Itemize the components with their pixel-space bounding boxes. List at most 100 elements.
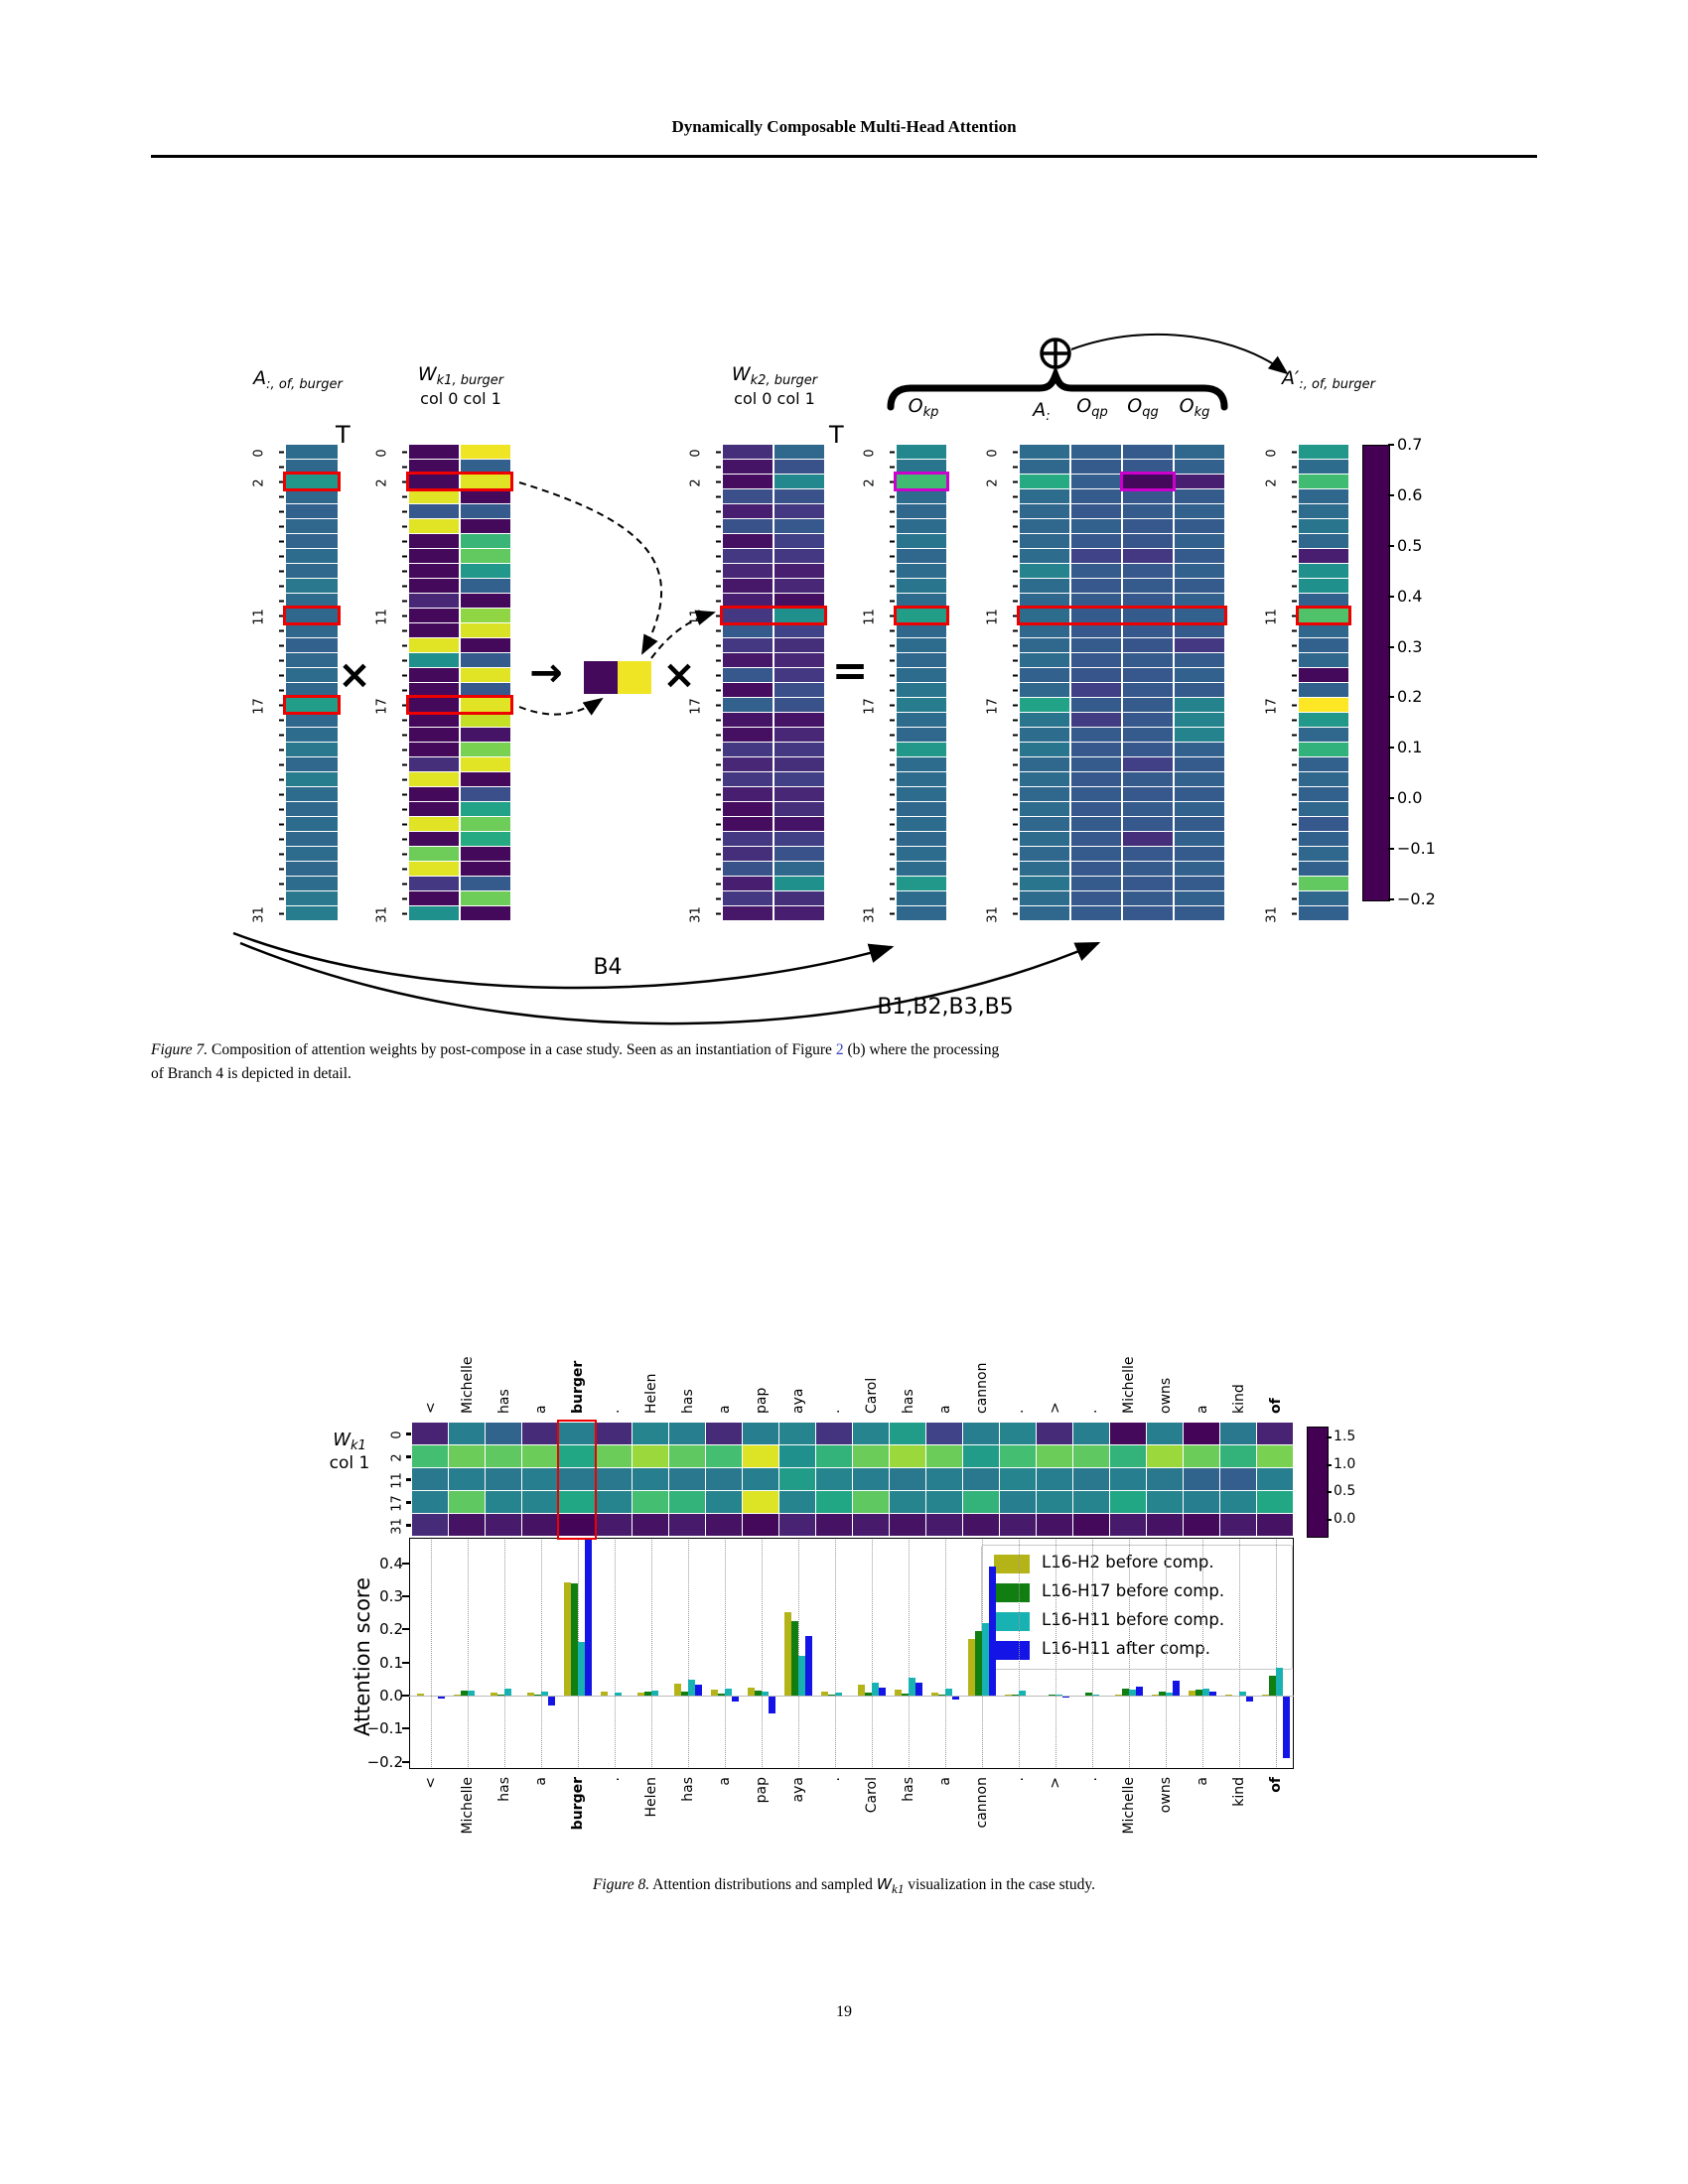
fig7-label-Wk2: Wk2, burger xyxy=(731,363,818,388)
fig7-equals-operator: = xyxy=(831,645,869,697)
fig8-bar xyxy=(490,1693,497,1696)
heatmap-cell xyxy=(1020,504,1069,518)
fig8-gridline xyxy=(503,1540,505,1767)
fig8-heatmap-cell xyxy=(1257,1491,1293,1513)
heatmap-cell xyxy=(1071,772,1121,786)
heatmap-cell xyxy=(774,743,824,756)
heatmap-cell xyxy=(1123,609,1173,622)
heatmap-cell xyxy=(1020,445,1069,459)
fig8-gridline xyxy=(724,1540,726,1767)
heatmap-cell xyxy=(774,504,824,518)
fig7-sampled-row-cell xyxy=(584,661,618,694)
fig8-gridline xyxy=(871,1540,873,1767)
fig8-bottom-token-label: . xyxy=(606,1777,623,1782)
fig8-heatmap-cell xyxy=(1110,1445,1146,1467)
heatmap-cell xyxy=(774,906,824,920)
heatmap-cell xyxy=(774,549,824,563)
figure7-caption-figref-link[interactable]: 2 xyxy=(835,1041,844,1058)
heatmap-cell xyxy=(1071,757,1121,771)
heatmap-cell xyxy=(461,847,510,861)
fig7-row-tick-label: 31 xyxy=(862,906,878,923)
heatmap-cell xyxy=(1175,504,1224,518)
fig8-bar xyxy=(1055,1695,1062,1696)
fig8-heatmap-cell xyxy=(706,1491,742,1513)
fig7-colorbar-tick xyxy=(1388,696,1394,699)
fig8-heatmap-cell xyxy=(926,1514,962,1536)
fig8-bar xyxy=(680,1692,688,1696)
heatmap-cell xyxy=(286,460,338,474)
fig7-colorbar-tick xyxy=(1388,544,1394,547)
fig7-row-tick-label: 2 xyxy=(862,478,878,487)
fig7-label-Oqg: Oqg xyxy=(1127,395,1159,420)
heatmap-cell xyxy=(1020,564,1069,578)
fig8-heatmap-row-label: 2 xyxy=(389,1452,405,1462)
heatmap-cell xyxy=(1175,802,1224,816)
fig7-row-tick-label: 11 xyxy=(862,609,878,625)
heatmap-cell xyxy=(409,534,459,548)
fig8-ytick-mark xyxy=(402,1628,409,1631)
fig8-heatmap-cell xyxy=(963,1423,999,1444)
heatmap-cell xyxy=(409,743,459,756)
fig8-ytick-mark xyxy=(402,1695,409,1697)
fig7-colorbar-tick xyxy=(1388,797,1394,800)
fig7-dashed-arrow-row2 xyxy=(518,481,663,655)
fig8-heatmap-cell xyxy=(1073,1514,1109,1536)
heatmap-cell xyxy=(1175,862,1224,876)
fig8-heatmap-cell xyxy=(743,1468,778,1490)
fig7-row-tick-label: 2 xyxy=(374,478,390,487)
fig8-heatmap-cell xyxy=(596,1468,632,1490)
fig8-bar xyxy=(754,1690,762,1696)
fig8-heatmap-cell xyxy=(890,1491,925,1513)
heatmap-cell xyxy=(409,504,459,518)
fig8-heatmap-cell xyxy=(853,1468,889,1490)
fig7-red-highlight-box xyxy=(894,606,949,625)
fig8-bar xyxy=(540,1692,548,1696)
fig7-row-tick-label: 31 xyxy=(688,906,704,923)
fig8-heatmap-cell xyxy=(816,1445,852,1467)
fig8-heatmap-cell xyxy=(1220,1491,1256,1513)
heatmap-cell xyxy=(774,891,824,905)
heatmap-cell xyxy=(897,891,946,905)
heatmap-cell xyxy=(461,594,510,608)
fig7-times-operator-2: × xyxy=(662,652,696,698)
fig8-bottom-token-label: . xyxy=(1083,1777,1100,1782)
heatmap-cell xyxy=(1123,698,1173,712)
fig8-heatmap-row-label: 11 xyxy=(389,1471,405,1489)
heatmap-cell xyxy=(461,757,510,771)
heatmap-cell xyxy=(461,891,510,905)
fig8-red-column-box xyxy=(557,1420,597,1540)
heatmap-cell xyxy=(1299,847,1348,861)
heatmap-cell xyxy=(1123,683,1173,697)
fig8-heatmap-cell xyxy=(412,1491,448,1513)
fig8-bar xyxy=(1172,1681,1180,1696)
heatmap-cell xyxy=(897,549,946,563)
figure7-caption-text2: (b) where the processing xyxy=(847,1041,1000,1058)
heatmap-cell xyxy=(897,519,946,533)
fig8-bottom-token-label: < xyxy=(422,1777,439,1789)
heatmap-cell xyxy=(774,445,824,459)
fig8-bar xyxy=(437,1696,445,1700)
heatmap-cell xyxy=(723,847,773,861)
fig7-row-tick-label: 31 xyxy=(251,906,267,923)
fig8-bar xyxy=(901,1694,909,1696)
fig8-ytick-label: 0.2 xyxy=(379,1620,403,1639)
fig8-heatmap-cell xyxy=(1257,1423,1293,1444)
heatmap-cell xyxy=(1299,772,1348,786)
fig8-top-token-label: a xyxy=(1194,1405,1210,1414)
heatmap-cell xyxy=(1071,877,1121,890)
heatmap-cell xyxy=(1299,489,1348,503)
heatmap-cell xyxy=(723,772,773,786)
heatmap-cell xyxy=(723,683,773,697)
fig7-arrow-operator: → xyxy=(529,650,563,696)
fig8-bar xyxy=(1245,1696,1253,1702)
fig7-label-Oqp: Oqp xyxy=(1076,395,1108,420)
fig8-top-token-label: pap xyxy=(753,1387,770,1414)
fig8-bar xyxy=(584,1540,592,1696)
heatmap-cell xyxy=(286,817,338,831)
fig8-top-token-label: . xyxy=(1010,1409,1027,1414)
fig7-row-tick-label: 11 xyxy=(688,609,704,625)
fig8-heatmap-cell xyxy=(596,1423,632,1444)
heatmap-cell xyxy=(1175,564,1224,578)
fig8-gridline xyxy=(797,1540,799,1767)
heatmap-cell xyxy=(1123,877,1173,890)
